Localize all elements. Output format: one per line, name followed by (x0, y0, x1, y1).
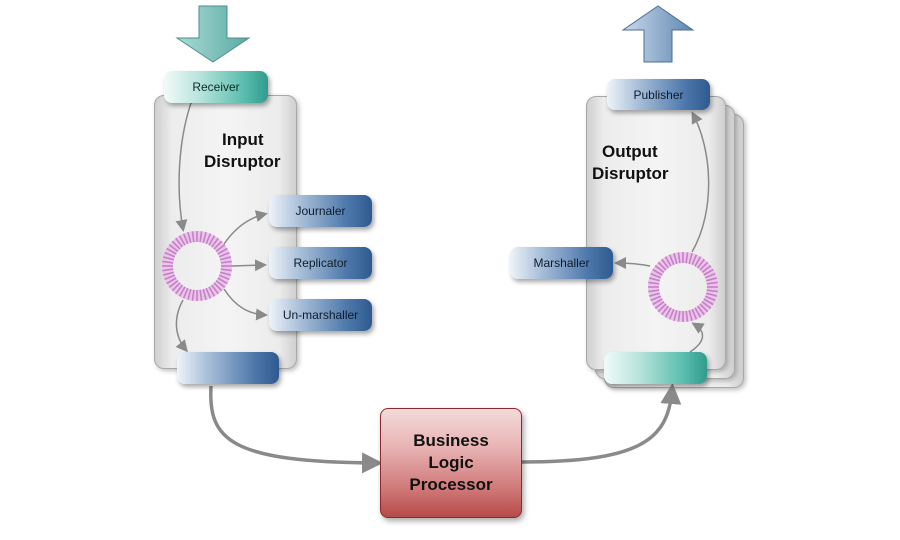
business-logic-processor: Business Logic Processor (380, 408, 522, 518)
receiver-pill: Receiver (164, 71, 268, 103)
replicator-pill: Replicator (269, 247, 372, 279)
marshaller-pill: Marshaller (510, 247, 613, 279)
input-output-pill (177, 352, 279, 384)
processor-to-output-arrow (521, 383, 682, 464)
output-disruptor-title: Output Disruptor (592, 142, 669, 183)
input-disruptor-title: Input Disruptor (204, 130, 281, 171)
ring-to-marshaller-arrow (614, 257, 651, 270)
processor-line2: Logic (428, 453, 474, 472)
ring-buffer-icon (162, 231, 232, 301)
processor-line3: Processor (409, 475, 493, 494)
output-input-pill (604, 352, 707, 384)
ring-to-replicator-arrow (231, 259, 267, 272)
journaler-pill: Journaler (269, 195, 372, 227)
input-to-processor-arrow (209, 385, 383, 474)
ring-to-output-pill-arrow (175, 299, 188, 353)
ring-buffer-icon (648, 252, 718, 322)
ring-to-unmarshaller-arrow (223, 288, 268, 321)
receiver-to-ring-arrow (175, 99, 193, 232)
unmarshaller-pill: Un-marshaller (269, 299, 372, 331)
publisher-pill: Publisher (607, 79, 710, 110)
processor-line1: Business (413, 431, 489, 450)
input-pill-to-ring-arrow (689, 322, 705, 353)
ring-to-journaler-arrow (223, 210, 268, 245)
ring-to-publisher-arrow (691, 111, 710, 253)
